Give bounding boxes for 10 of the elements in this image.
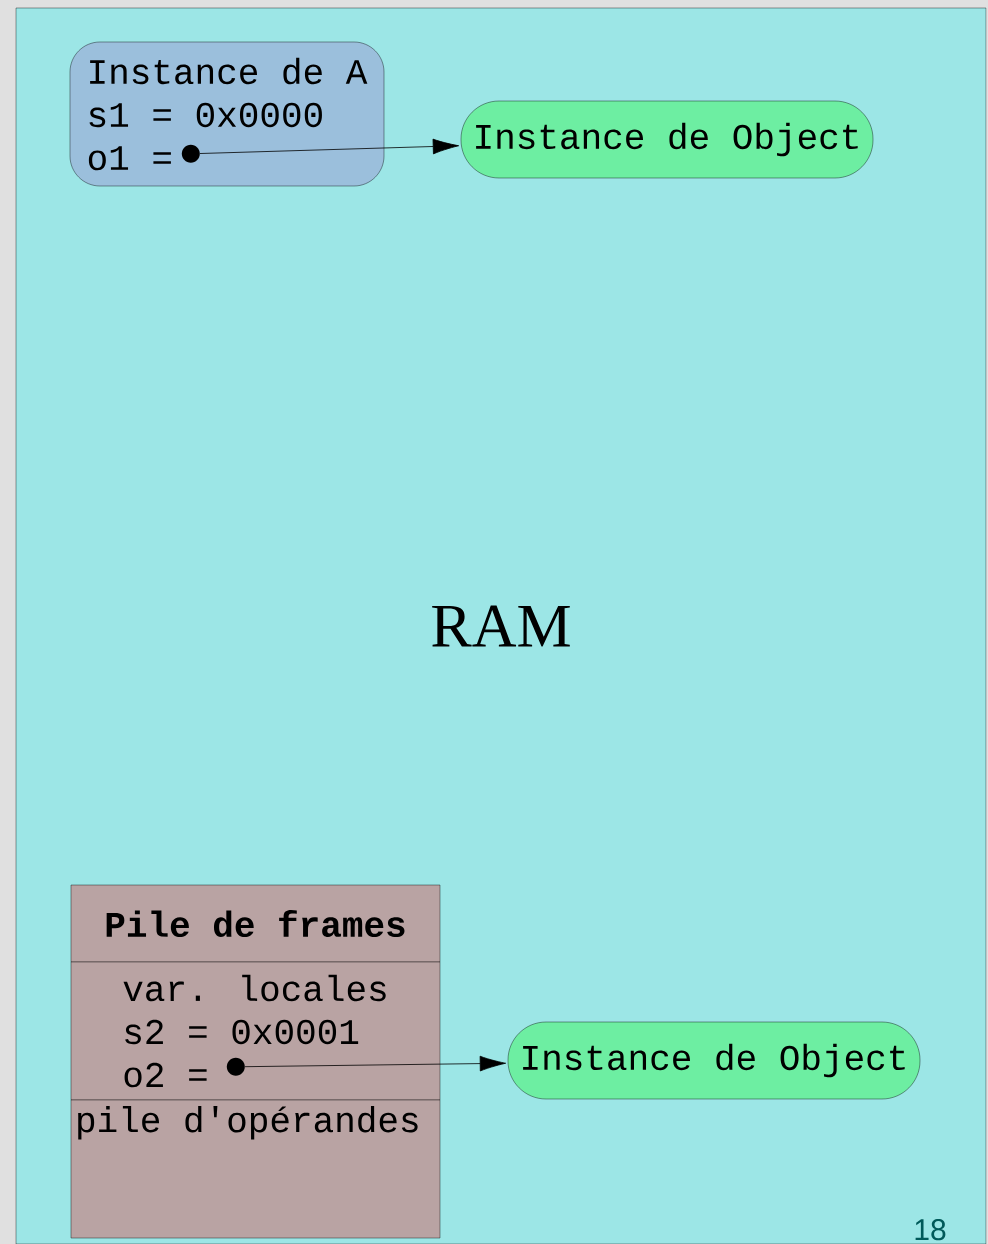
arrow bbox=[199, 138, 460, 155]
instance-box: Instance de A s1 = 0x0000 o1 = bbox=[69, 41, 385, 187]
object-box: Instance de Object bbox=[507, 1021, 921, 1100]
object-box: Instance de Object bbox=[460, 100, 874, 179]
stack-header: Pile de frames bbox=[70, 884, 441, 963]
arrow bbox=[244, 1055, 507, 1072]
operand-stack-box: pile d'opérandes bbox=[70, 1099, 441, 1239]
pointer-dot bbox=[226, 1057, 245, 1076]
pointer-dot bbox=[181, 144, 200, 163]
page-number: 18 bbox=[915, 1219, 946, 1241]
